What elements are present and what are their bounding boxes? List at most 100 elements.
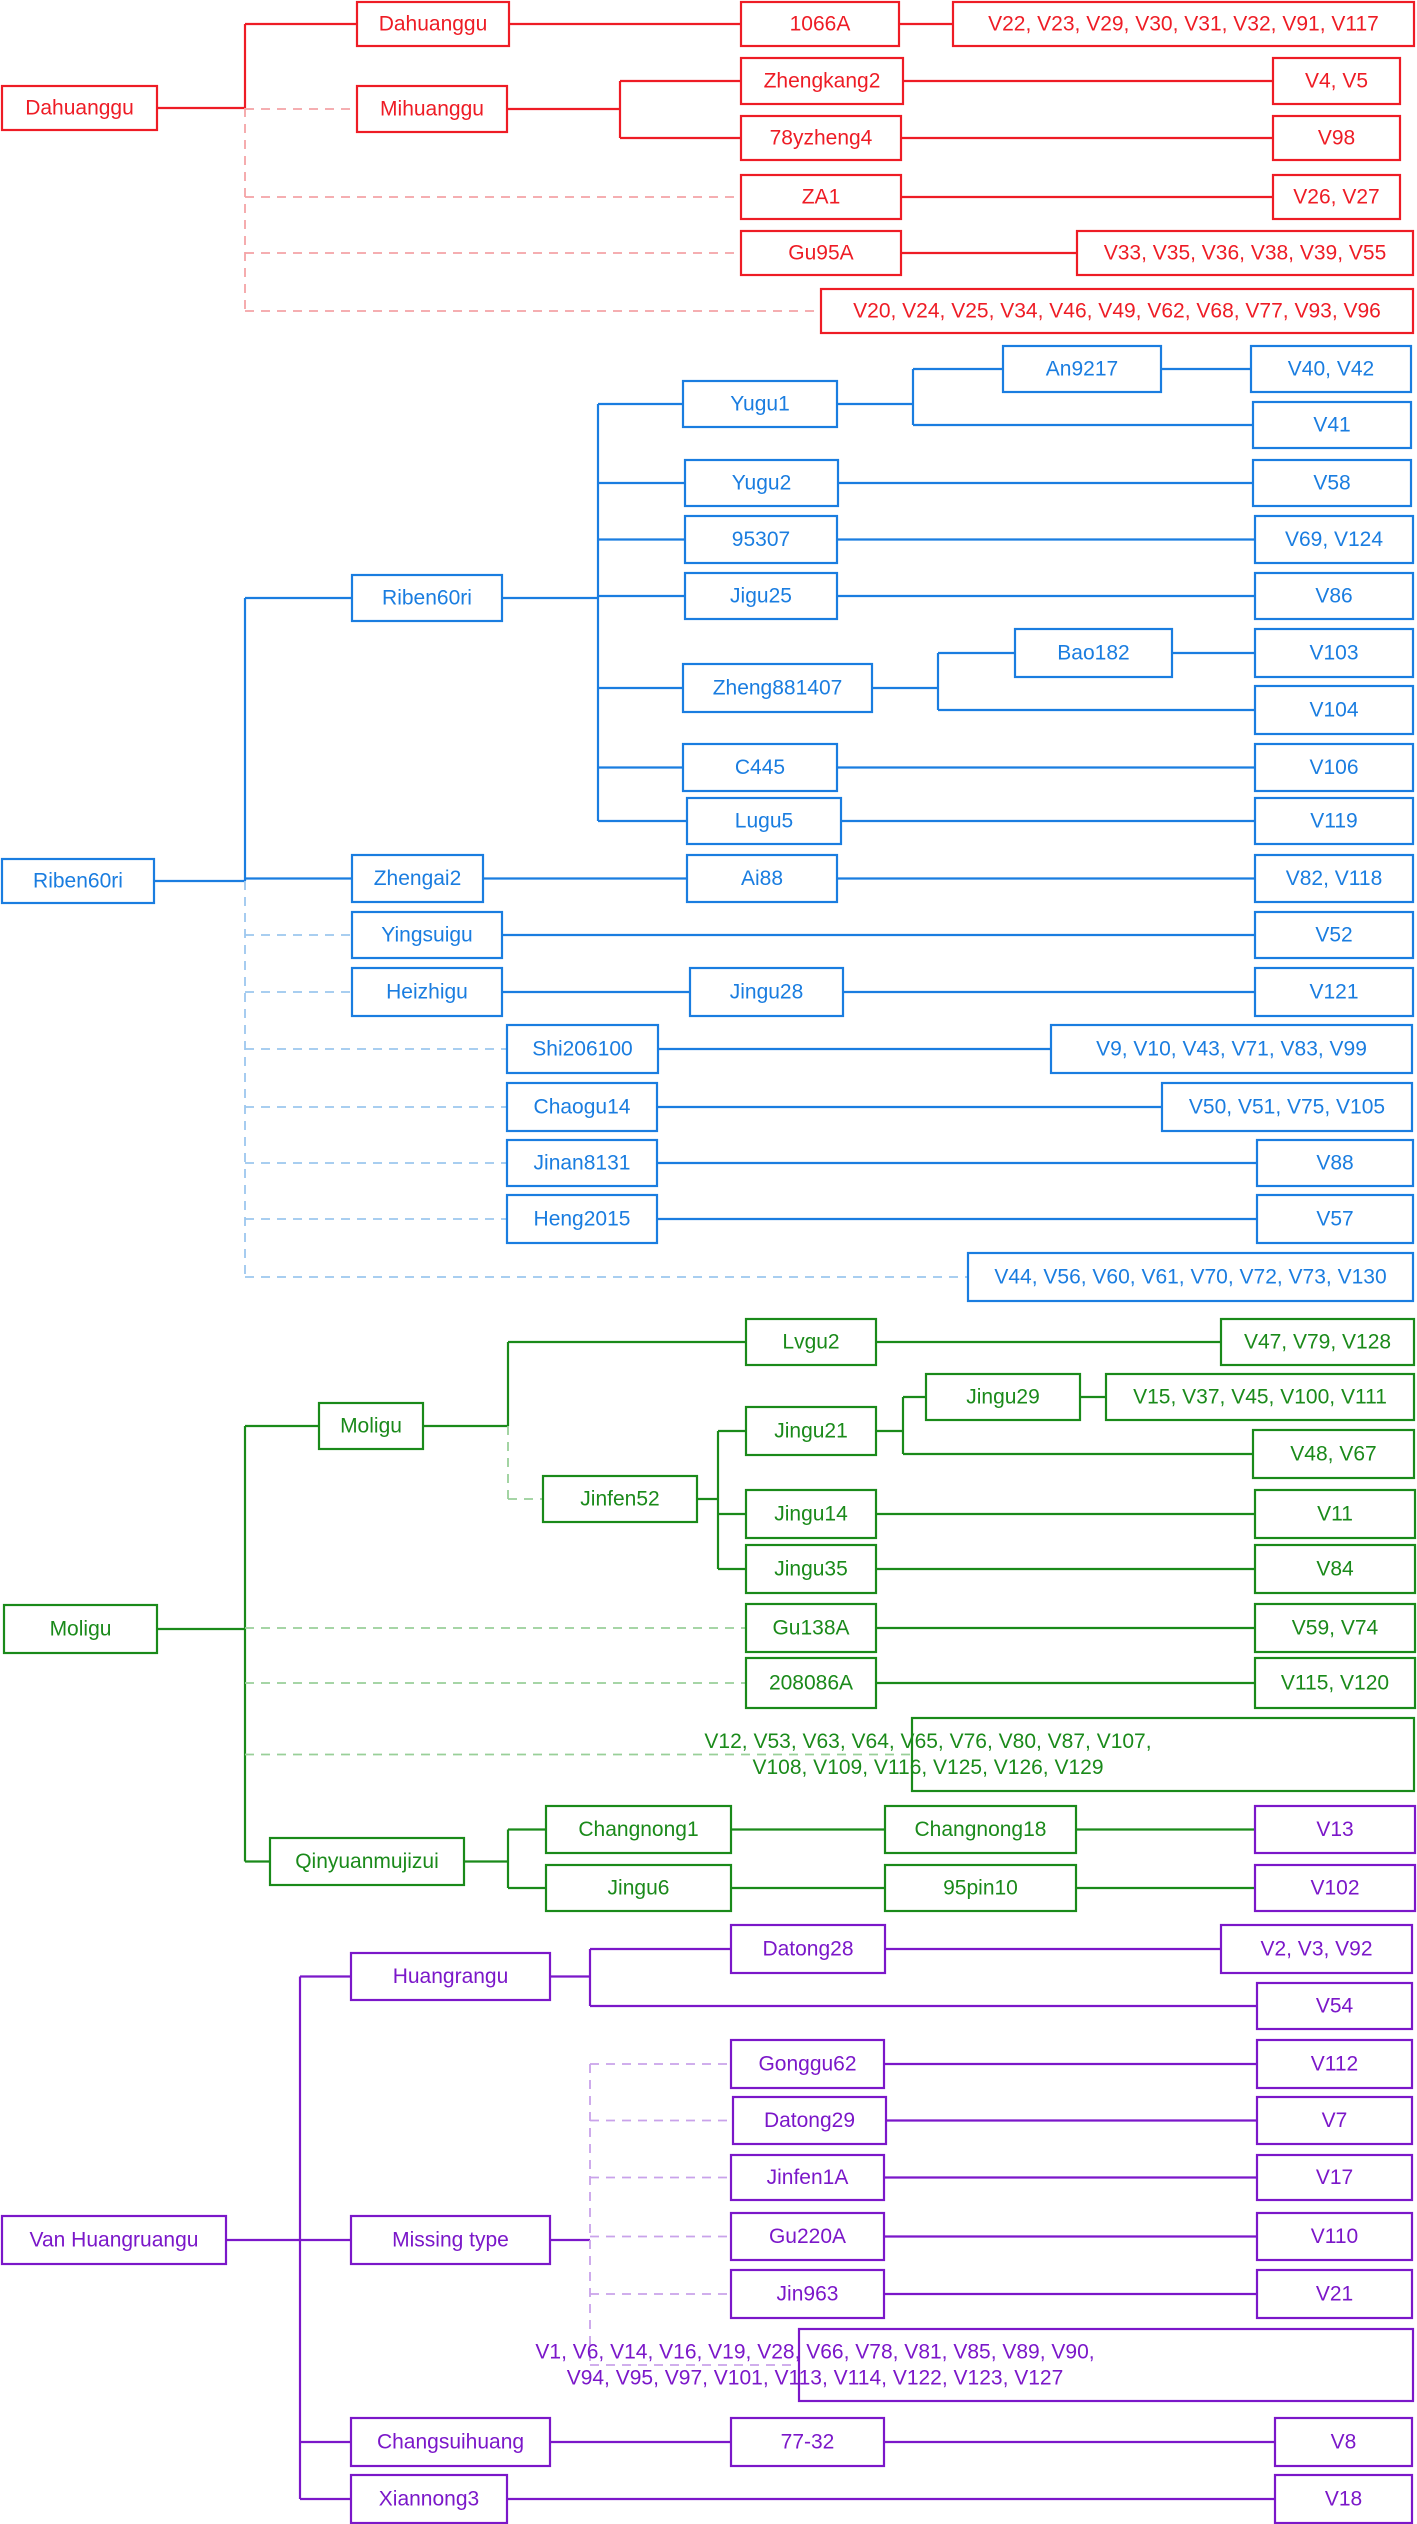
node-box [681,662,874,714]
node-label: Jinfen52 [580,1488,659,1511]
node-box [1253,1863,1417,1913]
node-label: Chaogu14 [534,1096,631,1119]
node-box [355,84,509,134]
node-label: V21 [1316,2283,1353,2306]
node-label: Jingu6 [608,1877,670,1900]
node-r_v22: V22, V23, V29, V30, V31, V32, V91, V117 [951,0,1416,48]
node-b_v57: V57 [1255,1193,1415,1245]
node-n208086a: 208086A [744,1656,878,1710]
node-box [883,1804,1078,1855]
node-box [729,2211,886,2262]
node-box [729,2153,886,2202]
node-box [1249,344,1413,394]
node-p_v1: V1, V6, V14, V16, V19, V28, V66, V78, V8… [535,2327,1415,2403]
node-box [1255,1981,1414,2031]
node-missing: Missing type [349,2214,552,2266]
node-r_v4: V4, V5 [1271,56,1402,106]
node-label: Datong29 [764,2109,855,2132]
node-label: V103 [1309,642,1358,665]
node-box [1219,1317,1416,1367]
node-box [883,1863,1078,1913]
node-label: Heizhigu [386,981,468,1004]
node-label: Yugu1 [730,393,790,416]
node-box [350,966,504,1018]
node-zhengai2: Zhengai2 [350,853,485,904]
node-g_v115: V115, V120 [1253,1656,1417,1710]
node-xiannong3: Xiannong3 [349,2473,509,2524]
node-label: Yugu2 [732,472,792,495]
node-box [685,796,843,846]
node-box [1253,684,1415,736]
node-label: Changnong1 [578,1818,698,1841]
node-box [1251,1428,1416,1480]
node-box [268,1836,466,1887]
node-label: Gu95A [788,242,853,265]
node-label: V52 [1315,924,1352,947]
node-label: Jingu14 [774,1503,848,1526]
node-box [1253,627,1415,679]
node-box [819,287,1415,335]
node-box [1013,627,1174,679]
node-box [505,1193,659,1245]
node-b_v41: V41 [1251,400,1413,450]
node-box [0,857,156,905]
node-changnong1: Changnong1 [544,1804,733,1855]
node-heng2015: Heng2015 [505,1193,659,1245]
node-van_root: Van Huangruangu [0,2214,228,2266]
node-label: V33, V35, V36, V38, V39, V55 [1104,242,1387,265]
node-box [1104,1372,1416,1422]
node-box [1255,1138,1415,1188]
node-box [924,1372,1082,1422]
node-label: Yingsuigu [381,924,472,947]
node-label: Changnong18 [915,1818,1047,1841]
node-label: V48, V67 [1290,1443,1376,1466]
node-label: An9217 [1046,358,1118,381]
node-box [739,173,903,221]
node-p_v54: V54 [1255,1981,1414,2031]
node-box [739,229,903,277]
node-chaogu14: Chaogu14 [505,1081,659,1133]
node-box [349,1951,552,2002]
node-yzheng4: 78yzheng4 [739,114,903,162]
node-lvgu2: Lvgu2 [744,1317,878,1367]
node-box [1160,1081,1414,1133]
node-zheng881407: Zheng881407 [681,662,874,714]
node-qinyuan: Qinyuanmujizui [268,1836,466,1887]
node-box [350,573,504,623]
node-p_v112: V112 [1255,2038,1414,2090]
node-gu95a: Gu95A [739,229,903,277]
node-box [1273,2416,1414,2468]
node-b_v58: V58 [1251,458,1413,508]
node-b_v86: V86 [1253,571,1415,621]
node-box [1253,1488,1417,1540]
node-zhengkang2: Zhengkang2 [739,56,905,106]
node-gu220a: Gu220A [729,2211,886,2262]
node-label: V110 [1311,2225,1359,2248]
node-label: Ai88 [741,867,783,890]
node-box [729,2416,886,2468]
node-jingu29: Jingu29 [924,1372,1082,1422]
node-label: Heng2015 [534,1208,631,1231]
node-box [1273,2473,1414,2524]
node-box [349,2214,552,2266]
node-box [744,1405,878,1457]
node-label: V11 [1317,1503,1353,1526]
node-ai88: Ai88 [685,853,839,904]
node-box [951,0,1416,48]
node-label: Lvgu2 [782,1331,839,1354]
node-box [1253,1543,1417,1595]
node-box [729,2038,886,2090]
node-box [0,2214,228,2266]
node-label: V12, V53, V63, V64, V65, V76, V80, V87, … [704,1730,1151,1753]
node-box [505,1081,659,1133]
node-label: V102 [1310,1877,1359,1900]
node-label: V57 [1316,1208,1353,1231]
node-label: Qinyuanmujizui [295,1850,439,1873]
node-box [317,1401,425,1451]
node-b_v106: V106 [1253,742,1415,793]
node-b_v88: V88 [1255,1138,1415,1188]
node-label: Dahuanggu [379,13,488,36]
node-label: V84 [1316,1558,1354,1581]
node-box [683,571,839,621]
node-r_v26: V26, V27 [1271,173,1402,221]
